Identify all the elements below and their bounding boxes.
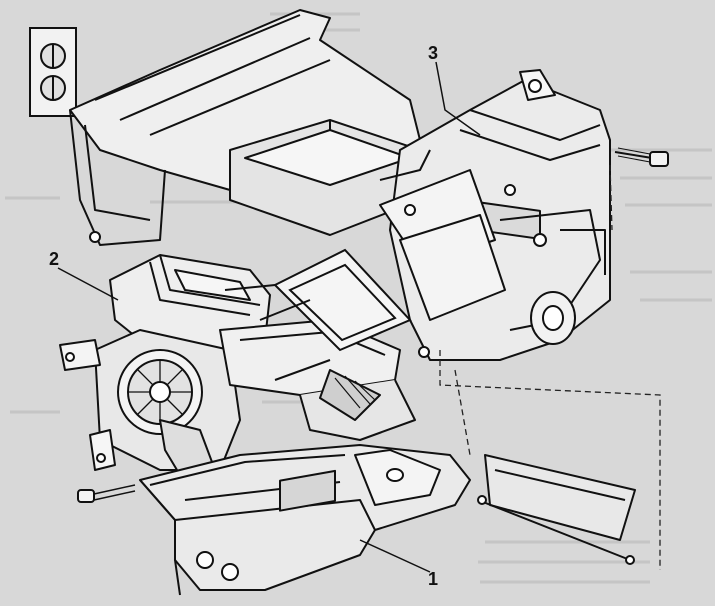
assembly-guide-lines (439, 164, 661, 570)
upper-housing-part-3 (69, 9, 611, 361)
heater-core-panel (477, 454, 636, 565)
callout-2: 2 (49, 249, 60, 269)
callout-leaders (57, 61, 481, 573)
bolt-left (77, 484, 136, 503)
bolt-right (614, 147, 669, 167)
damper-frames (224, 248, 412, 381)
socket-plate (29, 27, 77, 117)
lower-housing-part-1 (139, 444, 471, 596)
blower-unit-part-2 (59, 254, 271, 476)
callout-1: 1 (428, 569, 439, 589)
callout-3: 3 (428, 43, 439, 63)
